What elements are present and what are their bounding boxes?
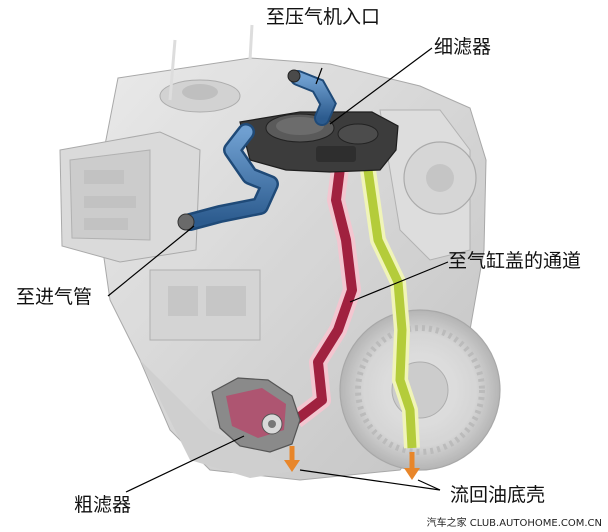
label-fine-filter: 细滤器 [434,36,492,58]
label-intake-pipe: 至进气管 [16,286,93,308]
label-coarse-filter: 粗滤器 [74,494,132,516]
leader-coarse-filter [125,435,245,493]
blue-hoses [177,69,337,231]
leader-oil-return-a [299,469,441,491]
leader-oil-return-b [417,479,441,491]
label-compressor-inlet: 至压气机入口 [266,6,381,28]
leader-fine-filter [329,47,433,125]
oil-return-channel [360,168,420,449]
leader-lines [107,47,449,493]
leader-intake-pipe [107,225,195,297]
engine-block [59,24,501,481]
leader-compressor-inlet [315,67,323,85]
label-head-channel: 至气缸盖的通道 [448,250,582,272]
watermark: 汽车之家 CLUB.AUTOHOME.COM.CN [426,518,602,529]
label-oil-return: 流回油底壳 [450,484,546,506]
drain-arrows [284,446,420,480]
cylinder-head-channel [290,166,361,428]
coarse-filter-housing [211,377,301,453]
leader-head-channel [349,261,449,303]
